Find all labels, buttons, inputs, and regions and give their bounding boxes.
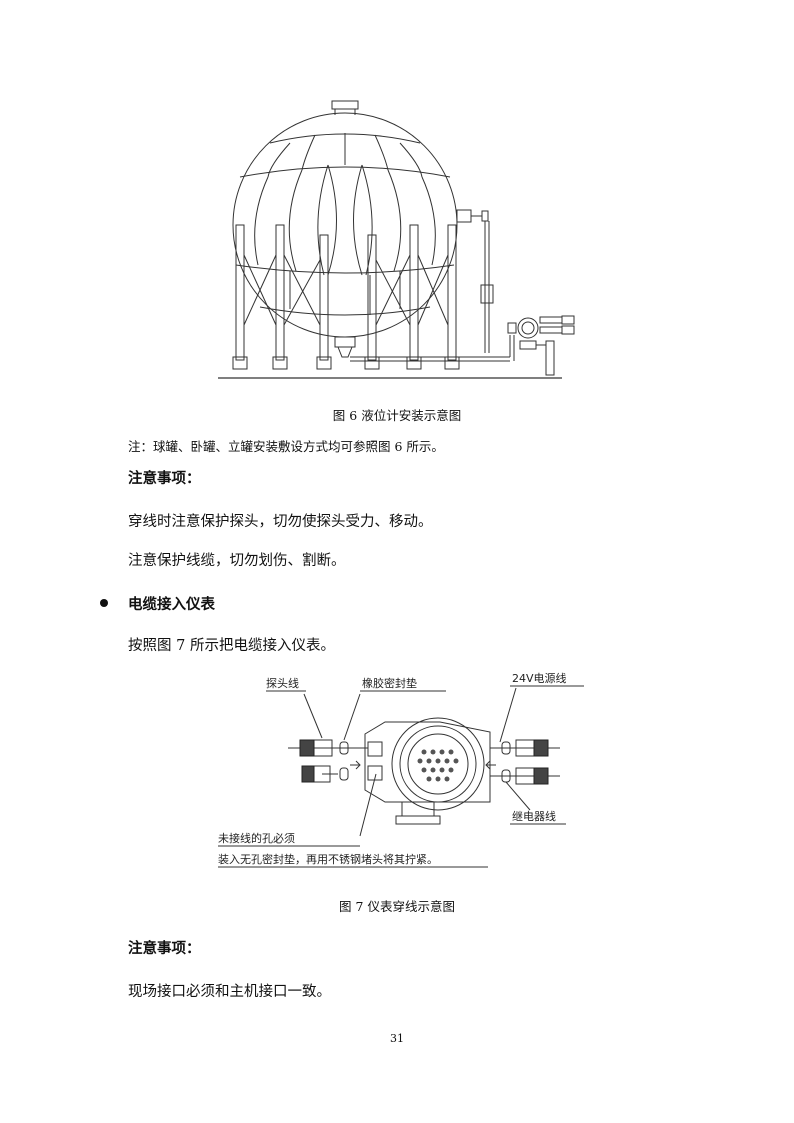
figure-6-caption: 图 6 液位计安装示意图: [332, 408, 462, 423]
figure-6-tank-drawing: [218, 100, 575, 379]
attention-item-1-2: 注意保护线缆，切勿划伤、割断。: [128, 553, 346, 569]
label-probe-line: 探头线: [266, 676, 299, 690]
attention-title-2: 注意事项：: [128, 941, 201, 957]
page-number: 31: [390, 1032, 404, 1045]
label-relay-line: 继电器线: [512, 809, 556, 823]
attention-title-1: 注意事项：: [128, 471, 201, 487]
section-title: 电缆接入仪表: [128, 597, 215, 613]
section-intro: 按照图 7 所示把电缆接入仪表。: [128, 638, 335, 654]
label-unused-hole-2: 装入无孔密封垫，再用不锈钢堵头将其拧紧。: [218, 852, 438, 866]
label-unused-hole-1: 未接线的孔必须: [218, 831, 295, 845]
label-power-line: 24V电源线: [512, 672, 567, 685]
bullet-icon: [100, 599, 108, 607]
figure-7-caption: 图 7 仪表穿线示意图: [339, 899, 455, 914]
note-line: 注：球罐、卧罐、立罐安装敷设方式均可参照图 6 所示。: [128, 439, 444, 454]
attention-item-2-1: 现场接口必须和主机接口一致。: [128, 984, 331, 1000]
figure-7-wiring-drawing: 探头线 橡胶密封垫 24V电源线 继电器线 未接线的孔必须 装入无孔密封垫，再用…: [218, 672, 584, 868]
attention-item-1-1: 穿线时注意保护探头，切勿使探头受力、移动。: [128, 514, 433, 530]
label-rubber-seal: 橡胶密封垫: [362, 676, 417, 690]
